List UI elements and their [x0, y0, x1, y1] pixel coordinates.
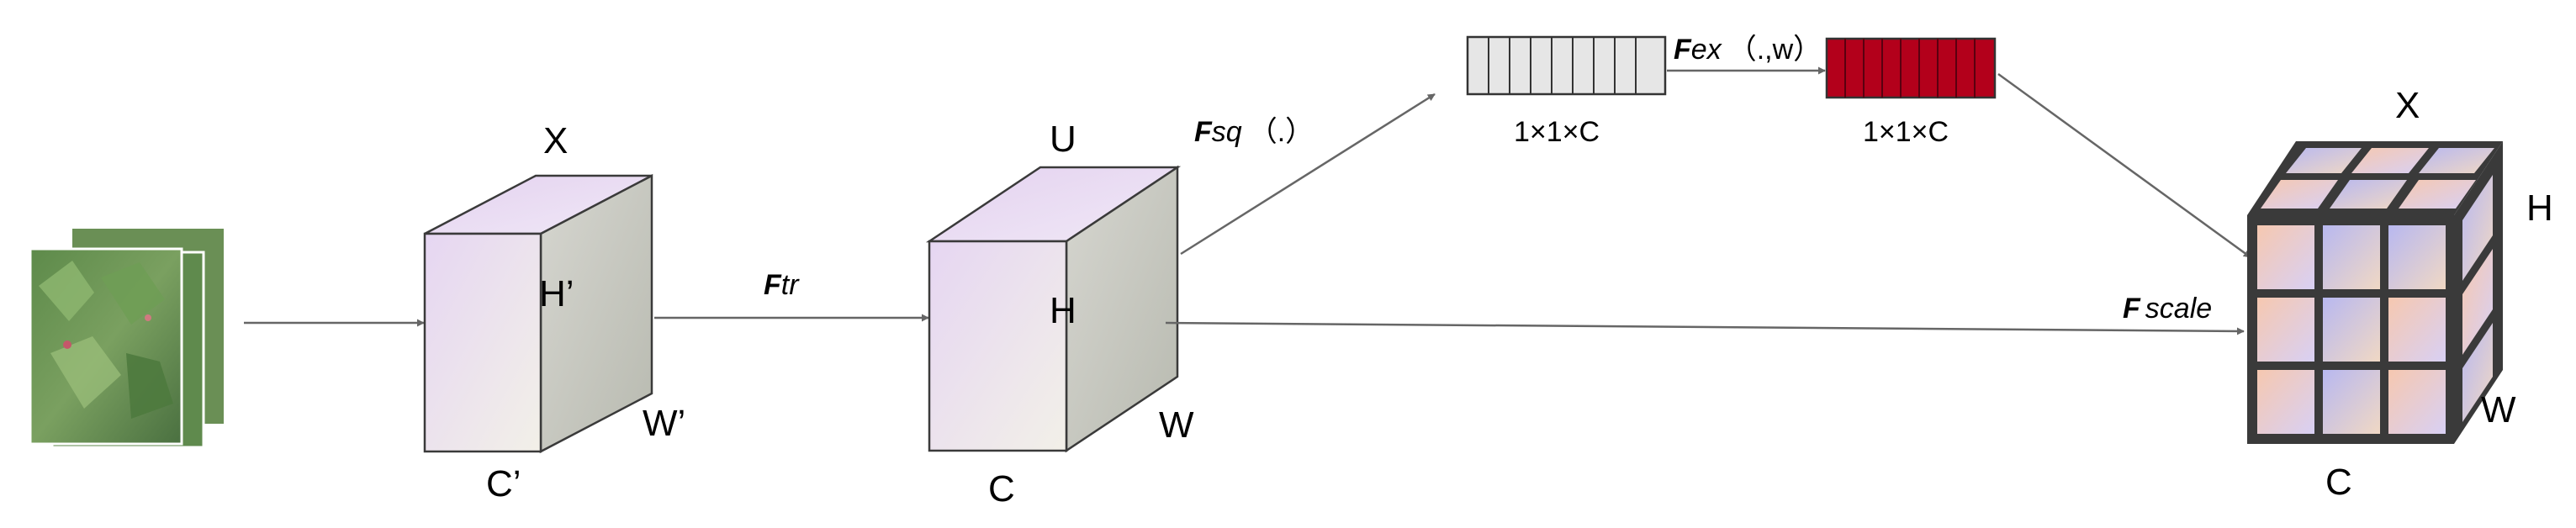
- input-cube-height-label: H’: [539, 273, 574, 314]
- feature-cube: [925, 165, 1182, 453]
- arrow-excitation-to-output: [1997, 72, 2251, 259]
- output-cube-top-label: X: [2395, 85, 2420, 126]
- input-cube-width-label: W’: [643, 403, 685, 444]
- feature-cube-width-label: W: [1159, 404, 1194, 446]
- feature-cube-height-label: H: [1050, 290, 1076, 331]
- feature-cube-front: [928, 240, 1068, 452]
- arrow-scale: [1165, 321, 2245, 335]
- input-cube-front: [423, 232, 542, 453]
- arrow-squeeze: [1180, 92, 1436, 256]
- squeeze-label: Fsq（.）: [1194, 116, 1314, 148]
- squeeze-vector-label: 1×1×C: [1514, 116, 1600, 148]
- input-cube-top-label: X: [543, 120, 568, 161]
- feature-cube-top-label: U: [1050, 119, 1076, 160]
- transform-label: Ftr: [764, 269, 800, 301]
- excitation-label: Fex（.,w）: [1674, 34, 1822, 66]
- input-image-stack: [29, 229, 224, 449]
- input-cube: [423, 173, 653, 454]
- feature-cube-channel-label: C: [988, 468, 1015, 510]
- output-cube-width-label: W: [2481, 389, 2516, 430]
- excitation-vector: [1825, 37, 1997, 99]
- output-cube-height-label: H: [2526, 187, 2553, 229]
- output-cube-channel-label: C: [2325, 462, 2352, 503]
- output-cube: [2247, 141, 2503, 444]
- excitation-vector-label: 1×1×C: [1863, 116, 1949, 148]
- squeeze-vector: [1466, 35, 1667, 96]
- input-cube-channel-label: C’: [486, 463, 521, 504]
